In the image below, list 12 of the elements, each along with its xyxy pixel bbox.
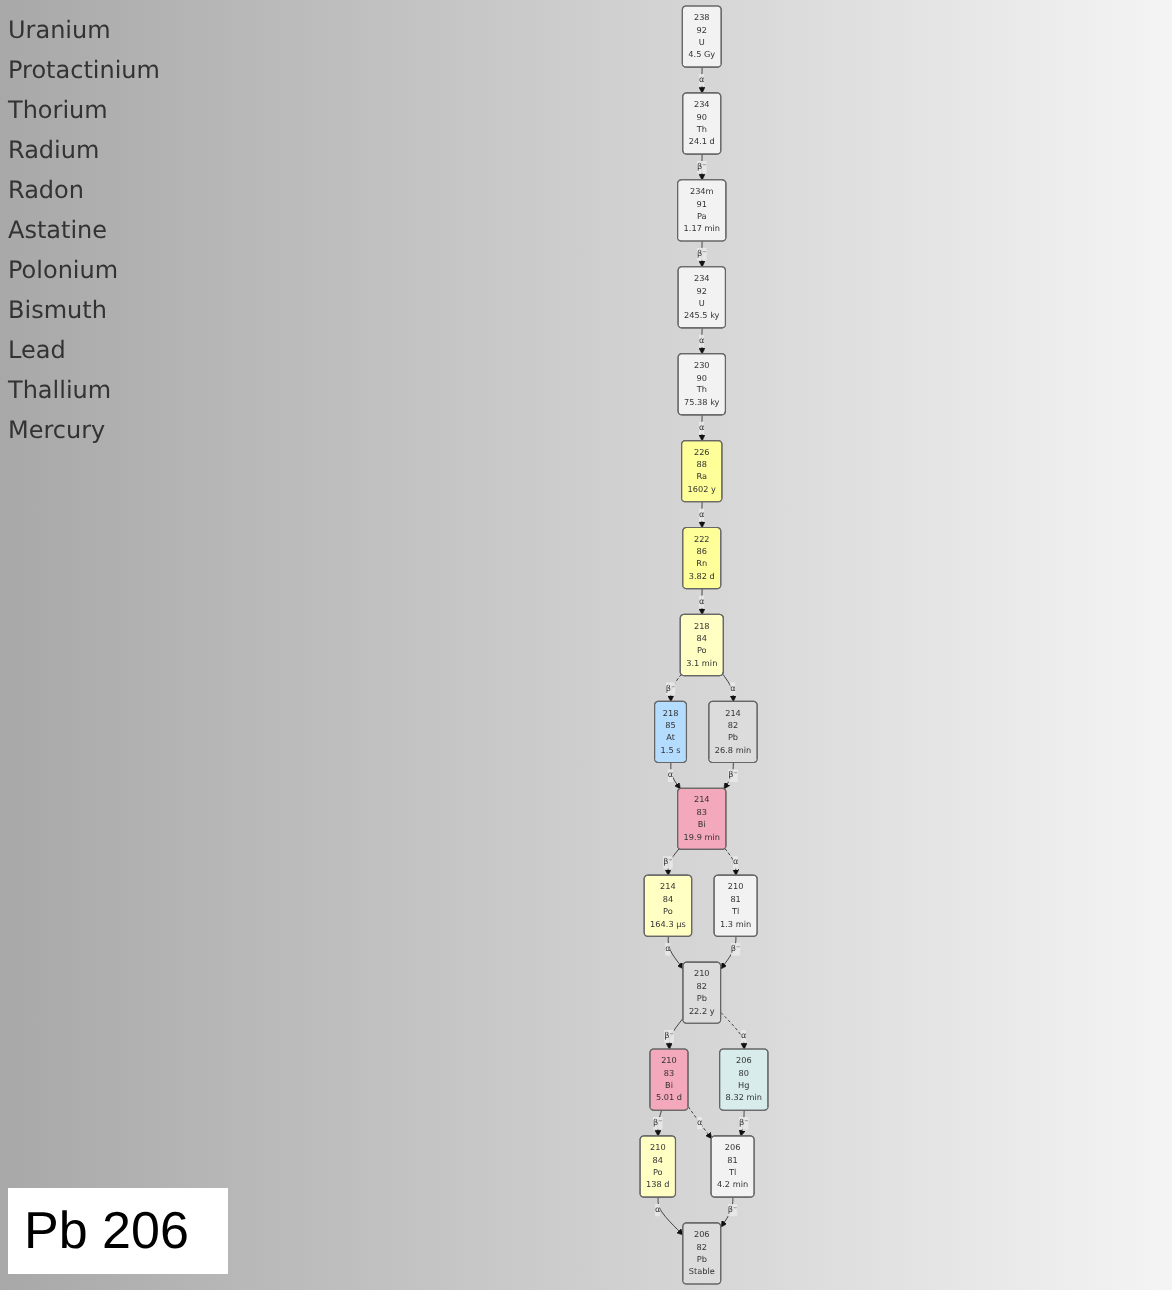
caption-box: Pb 206	[8, 1188, 228, 1274]
row-label: Protactinium	[8, 56, 162, 84]
row-label: Mercury	[8, 416, 108, 444]
row-label: Polonium	[8, 256, 121, 284]
row-label: Bismuth	[8, 296, 109, 324]
row-label: Thallium	[8, 376, 114, 404]
row-label: Radium	[8, 136, 102, 164]
row-label: Lead	[8, 336, 68, 364]
row-label: Radon	[8, 176, 86, 204]
row-label: Thorium	[8, 96, 110, 124]
row-label: Astatine	[8, 216, 110, 244]
row-label: Uranium	[8, 16, 113, 44]
